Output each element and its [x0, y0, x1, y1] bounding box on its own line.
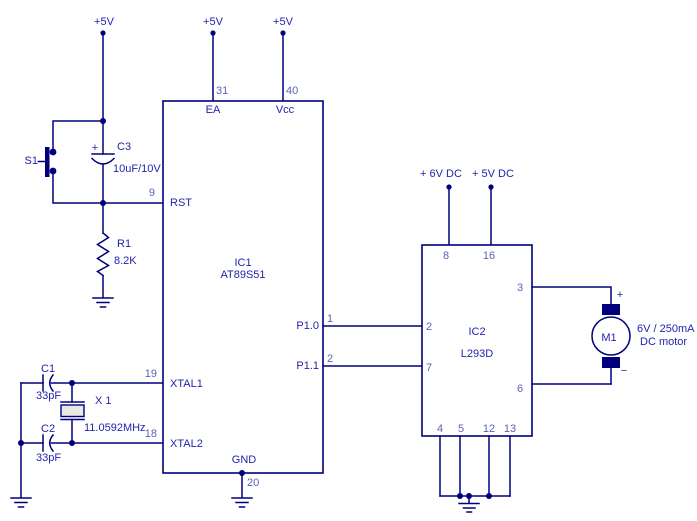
ic1-pin-p11-number: 2 — [327, 353, 333, 365]
power-rail-1: +5V — [94, 16, 115, 122]
ic1-body — [162, 100, 324, 474]
ic1-pin-p10-name: P1.0 — [296, 320, 319, 332]
switch-plunger — [45, 147, 50, 177]
ic1-ground — [231, 470, 253, 508]
ic2-pin-4-number: 4 — [437, 423, 443, 435]
power-rail-1-label: +5V — [94, 16, 115, 28]
motor-ref-label: M1 — [601, 332, 616, 344]
power-terminal-dot — [280, 30, 286, 36]
ic1-pin-vcc-number: 40 — [286, 85, 298, 97]
c2-ref-label: C2 — [41, 423, 55, 435]
power-rail-3: +5V — [273, 16, 294, 102]
ground-symbol-r1 — [92, 297, 114, 308]
ic1-pin-ea-number: 31 — [216, 85, 228, 97]
logic-supply-label: + 5V DC — [472, 168, 514, 180]
ic2-l293d: 8 16 IC2 L293D 2 7 3 6 4 5 12 13 — [421, 244, 533, 437]
ic1-pin-vcc-name: Vcc — [276, 104, 295, 116]
power-terminal-dot — [210, 30, 216, 36]
ic2-supply-wires: + 6V DC + 5V DC — [420, 168, 514, 246]
ic1-pin-p11-name: P1.1 — [296, 360, 319, 372]
ic1-pin-rst-name: RST — [170, 197, 192, 209]
c3-polarity-label: + — [92, 142, 98, 154]
pushbutton-s1: S1 — [25, 120, 104, 204]
power-rail-2-label: +5V — [203, 16, 224, 28]
c1-value-label: 33pF — [36, 390, 61, 402]
motor-rating-label: 6V / 250mA — [637, 323, 695, 335]
ic2-body — [421, 244, 533, 437]
power-terminal-dot — [488, 184, 494, 190]
c2-value-label: 33pF — [36, 452, 61, 464]
motor-minus-label: − — [621, 365, 627, 377]
ic1-part-label: AT89S51 — [220, 269, 265, 281]
power-terminal-dot — [446, 184, 452, 190]
r1-value-label: 8.2K — [114, 255, 137, 267]
ic2-pin-5-number: 5 — [458, 423, 464, 435]
ic2-part-label: L293D — [461, 348, 493, 360]
switch-contact-dot — [49, 148, 57, 156]
motor-body-circle — [591, 316, 631, 356]
ic1-pin-xtal1-name: XTAL1 — [170, 378, 203, 390]
ic1-pin-gnd-name: GND — [232, 454, 257, 466]
ic1-pin-rst-number: 9 — [149, 187, 155, 199]
crystal-body — [60, 404, 85, 418]
ic2-pin-12-number: 12 — [483, 423, 495, 435]
motor-plus-label: + — [617, 289, 623, 301]
r1-ref-label: R1 — [117, 238, 131, 250]
ic1-pin-xtal2-name: XTAL2 — [170, 438, 203, 450]
ic2-pin-16-number: 16 — [483, 250, 495, 262]
ic1-pin-ea-name: EA — [206, 104, 221, 116]
junction-dot — [100, 118, 106, 124]
xtal2-wire: C2 33pF — [18, 423, 164, 464]
junction-dot — [457, 493, 463, 499]
power-rail-3-label: +5V — [273, 16, 294, 28]
ic1-ref-label: IC1 — [234, 257, 251, 269]
c3-ref-label: C3 — [117, 141, 131, 153]
ic1-pin-gnd-number: 20 — [247, 477, 259, 489]
x1-ref-label: X 1 — [95, 395, 112, 407]
xtal1-wire: C1 33pF — [20, 363, 164, 402]
ic2-ref-label: IC2 — [468, 326, 485, 338]
ic1-pin-xtal2-number: 18 — [145, 428, 157, 440]
ic2-pin-3-number: 3 — [517, 282, 523, 294]
s1-ref-label: S1 — [25, 155, 38, 167]
capacitor-c3: + C3 10uF/10V — [90, 118, 161, 206]
motor-terminal-negative — [602, 357, 620, 368]
resistor-r1: R1 8.2K — [96, 202, 137, 298]
c1-ref-label: C1 — [41, 363, 55, 375]
junction-dot — [486, 493, 492, 499]
ic2-ground-bus — [439, 435, 511, 513]
ic2-pin-8-number: 8 — [443, 250, 449, 262]
ic2-pin-7-number: 7 — [426, 362, 432, 374]
x1-value-label: 11.0592MHz — [84, 422, 146, 434]
motor-m1: + M1 − 6V / 250mA DC motor — [531, 286, 695, 385]
motor-terminal-positive — [602, 304, 620, 315]
ic2-pin-6-number: 6 — [517, 383, 523, 395]
motor-supply-label: + 6V DC — [420, 168, 462, 180]
crystal-x1: X 1 11.0592MHz — [60, 380, 146, 446]
ic2-pin-2-number: 2 — [426, 321, 432, 333]
motor-kind-label: DC motor — [640, 336, 687, 348]
power-terminal-dot — [100, 30, 106, 36]
ic1-pin-p10-number: 1 — [327, 313, 333, 325]
switch-contact-dot — [49, 167, 57, 175]
crystal-ground-rail — [10, 382, 32, 508]
ic1-pin-xtal1-number: 19 — [145, 368, 157, 380]
ic2-pin-13-number: 13 — [504, 423, 516, 435]
ic1-at89s51: 31 40 EA Vcc 9 RST IC1 AT89S51 P1.0 1 P1… — [145, 85, 333, 489]
c3-value-label: 10uF/10V — [113, 163, 161, 175]
power-rail-2: +5V — [203, 16, 224, 102]
